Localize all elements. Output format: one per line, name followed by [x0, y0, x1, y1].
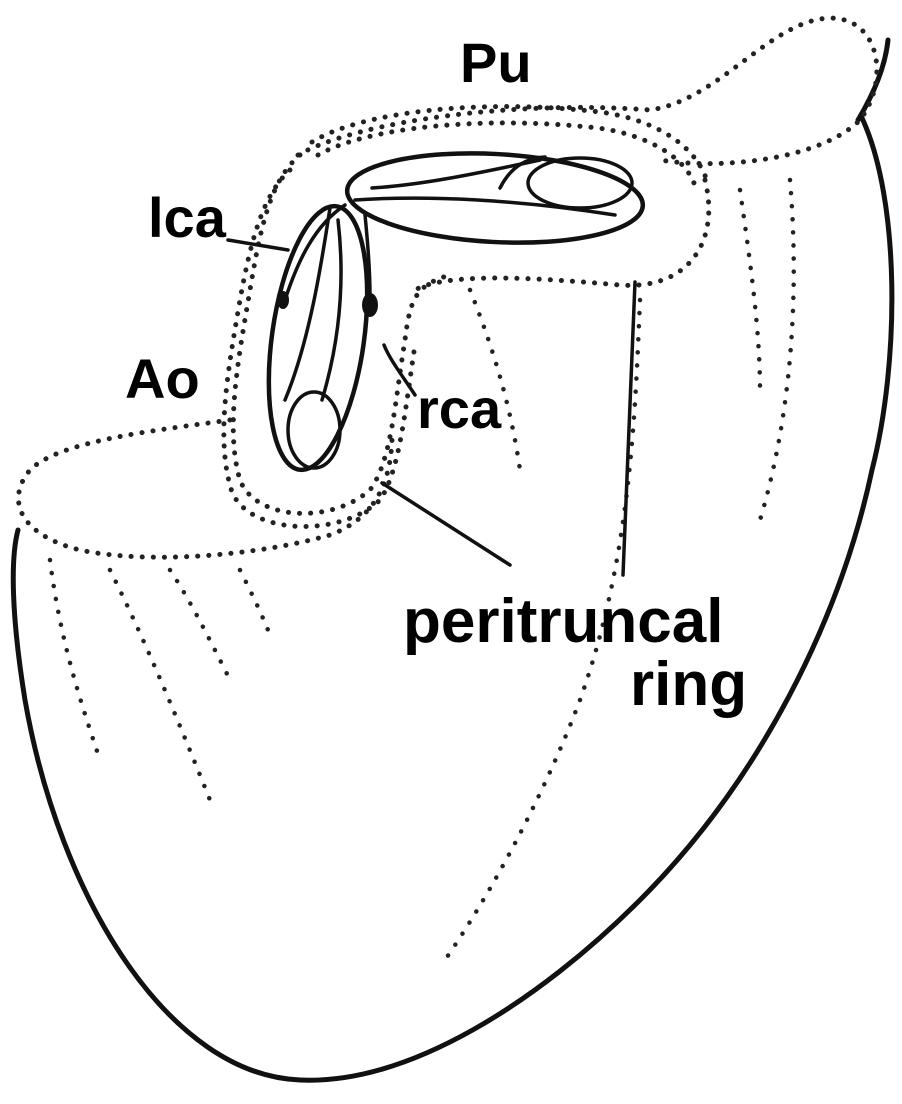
label-pu: Pu — [460, 31, 532, 94]
label-peritruncal: peritruncal — [403, 587, 723, 656]
pulmonary-valve — [345, 146, 645, 249]
label-ao: Ao — [125, 347, 200, 410]
label-lca: lca — [148, 186, 227, 249]
surface-dot-lines — [50, 180, 794, 960]
label-rca: rca — [417, 377, 502, 440]
left-coronary-ostium — [277, 291, 289, 309]
right-coronary-ostium — [362, 293, 378, 317]
pulmonary-trunk-contour — [298, 18, 877, 290]
label-ring: ring — [630, 650, 747, 719]
aortic-valve — [254, 200, 382, 476]
